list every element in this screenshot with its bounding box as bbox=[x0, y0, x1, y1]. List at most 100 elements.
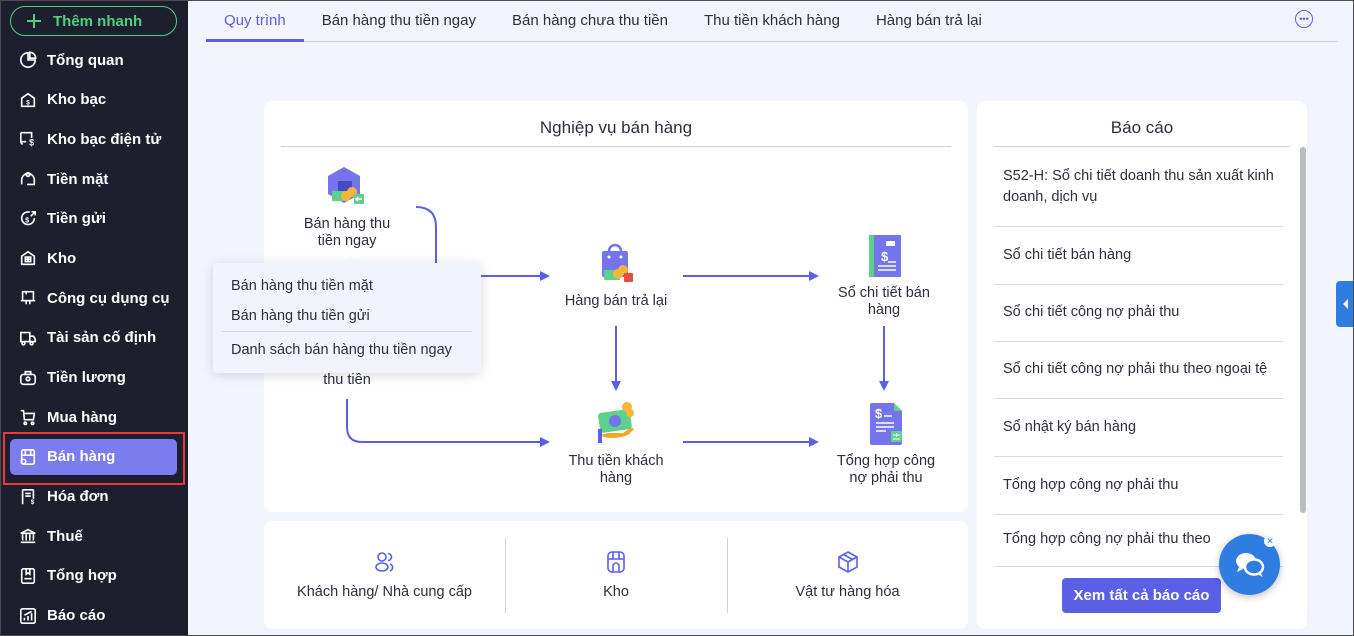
see-all-reports-button[interactable]: Xem tất cả báo cáo bbox=[1062, 578, 1221, 613]
collect-money-icon bbox=[598, 402, 634, 443]
sidebar-item-thue[interactable]: Thuế bbox=[10, 518, 177, 554]
book-icon bbox=[18, 566, 38, 586]
sidebar-item-label: Tổng hợp bbox=[47, 567, 117, 585]
node-thu-tien-khach-hang[interactable]: Thu tiền khách hàng bbox=[552, 401, 680, 487]
sidebar-item-label: Thuế bbox=[47, 527, 83, 545]
store-icon bbox=[18, 447, 38, 467]
shortcut-goods[interactable]: Vật tư hàng hóa bbox=[727, 521, 968, 629]
sidebar-item-label: Bán hàng bbox=[47, 448, 116, 466]
shortcut-label: Kho bbox=[603, 584, 629, 600]
tab-thu-tien-khach-hang[interactable]: Thu tiền khách hàng bbox=[704, 11, 840, 29]
sidebar-item-label: Tiền lương bbox=[47, 369, 126, 386]
quick-add-label: Thêm nhanh bbox=[53, 12, 143, 30]
sidebar-item-kho[interactable]: Kho bbox=[10, 240, 177, 276]
active-item-highlight bbox=[3, 432, 185, 485]
shortcut-label: Khách hàng/ Nhà cung cấp bbox=[297, 584, 472, 600]
sidebar-item-tien-luong[interactable]: Tiền lương bbox=[10, 360, 177, 396]
node-label: Tổng hợp công nợ phải thu bbox=[836, 453, 936, 486]
report-item[interactable]: Tổng hợp công nợ phải thu bbox=[994, 457, 1283, 515]
box-icon bbox=[837, 551, 858, 573]
sidebar-item-mua-hang[interactable]: Mua hàng bbox=[10, 399, 177, 435]
sidebar-item-tien-mat[interactable]: Tiền mặt bbox=[10, 161, 177, 197]
shortcut-warehouse[interactable]: Kho bbox=[505, 521, 727, 629]
sidebar-item-label: Tiền gửi bbox=[47, 210, 106, 228]
popup-divider bbox=[222, 331, 472, 332]
sidebar-item-bao-cao[interactable]: Báo cáo bbox=[10, 598, 177, 634]
connector-immediate-to-returns bbox=[415, 206, 550, 281]
chat-close-icon[interactable]: ✕ bbox=[1264, 535, 1276, 547]
sidebar-nav: Tổng quan $ Kho bạc $ Kho bạc điện tử Ti… bbox=[10, 42, 177, 636]
warehouse-icon bbox=[18, 248, 38, 268]
sidebar-item-kho-bac[interactable]: $ Kho bạc bbox=[10, 82, 177, 118]
collapse-panel-toggle[interactable] bbox=[1336, 281, 1354, 327]
sidebar-item-cong-cu-dung-cu[interactable]: Công cụ dụng cụ bbox=[10, 280, 177, 316]
report-scrollbar[interactable] bbox=[1300, 147, 1306, 513]
pie-chart-icon bbox=[18, 50, 38, 70]
shortcut-label: Vật tư hàng hóa bbox=[795, 584, 900, 600]
svg-text:$: $ bbox=[881, 249, 889, 264]
sidebar-item-label: Hóa đơn bbox=[47, 488, 109, 506]
process-card: Nghiệp vụ bán hàng Bán hàng thu tiền nga… bbox=[264, 101, 968, 512]
tab-ban-hang-chua-thu-tien[interactable]: Bán hàng chưa thu tiền bbox=[512, 11, 668, 29]
svg-text:$: $ bbox=[26, 99, 30, 106]
report-item[interactable]: Sổ chi tiết công nợ phải thu bbox=[994, 285, 1283, 342]
invoice-icon: $ bbox=[18, 487, 38, 507]
tab-hang-ban-tra-lai[interactable]: Hàng bán trả lại bbox=[875, 11, 982, 29]
popup-item-deposit-sale[interactable]: Bán hàng thu tiền gửi bbox=[231, 308, 370, 324]
truck-icon bbox=[18, 328, 38, 348]
popup-item-list[interactable]: Danh sách bán hàng thu tiền ngay bbox=[231, 342, 452, 358]
sidebar-item-hoa-don[interactable]: $ Hóa đơn bbox=[10, 479, 177, 515]
sidebar-item-kho-bac-dien-tu[interactable]: $ Kho bạc điện tử bbox=[10, 121, 177, 157]
svg-text:$: $ bbox=[25, 215, 29, 224]
bank-icon bbox=[18, 526, 38, 546]
node-label: Hàng bán trả lại bbox=[564, 293, 668, 309]
sidebar-item-tong-hop[interactable]: Tổng hợp bbox=[10, 558, 177, 594]
node-label: Sổ chi tiết bán hàng bbox=[838, 285, 930, 318]
tab-quy-trinh[interactable]: Quy trình bbox=[206, 0, 304, 42]
tab-ban-hang-thu-tien-ngay[interactable]: Bán hàng thu tiền ngay bbox=[321, 11, 476, 29]
sidebar-item-label: Kho bbox=[47, 249, 77, 267]
popup-item-cash-sale[interactable]: Bán hàng thu tiền mặt bbox=[231, 278, 373, 294]
shortcut-card: Khách hàng/ Nhà cung cấp Kho Vật tư hàng… bbox=[264, 521, 968, 629]
treasury-icon: $ bbox=[18, 90, 38, 110]
svg-text:$: $ bbox=[875, 406, 883, 421]
sale-cash-icon bbox=[328, 167, 364, 204]
chat-icon bbox=[1235, 552, 1264, 577]
report-item[interactable]: Sổ chi tiết bán hàng bbox=[994, 227, 1283, 285]
quick-add-button[interactable]: Thêm nhanh bbox=[10, 6, 177, 36]
report-item[interactable]: S52-H: Sổ chi tiết doanh thu sản xuất ki… bbox=[994, 148, 1283, 227]
sidebar-item-label: Tổng quan bbox=[47, 51, 124, 69]
node-label: Bán hàng thu tiền ngay bbox=[303, 216, 391, 249]
node-label: Thu tiền khách hàng bbox=[568, 453, 664, 486]
connector-unpaid-to-collect bbox=[346, 399, 550, 447]
report-item[interactable]: Sổ nhật ký bán hàng bbox=[994, 399, 1283, 457]
returns-bag-icon bbox=[602, 243, 633, 282]
deposit-icon: $ bbox=[18, 209, 38, 229]
sidebar-item-ban-hang[interactable]: Bán hàng bbox=[10, 438, 177, 475]
tools-icon bbox=[18, 288, 38, 308]
shortcut-customers-suppliers[interactable]: Khách hàng/ Nhà cung cấp bbox=[264, 521, 505, 629]
svg-text:$: $ bbox=[31, 499, 35, 506]
sidebar-item-tong-quan[interactable]: Tổng quan bbox=[10, 42, 177, 78]
sidebar-item-label: Báo cáo bbox=[47, 607, 106, 625]
sidebar-item-tien-gui[interactable]: $ Tiền gửi bbox=[10, 201, 177, 237]
node-tong-hop-cong-no-phai-thu[interactable]: $ Tổng hợp công nợ phải thu bbox=[828, 401, 944, 487]
node-ban-hang-chua-thu-tien[interactable]: thu tiền bbox=[292, 372, 402, 389]
report-item[interactable]: Tổng hợp công nợ phải thu theo bbox=[994, 515, 1283, 567]
report-icon bbox=[18, 606, 38, 626]
node-label: thu tiền bbox=[323, 372, 371, 388]
sidebar-item-label: Kho bạc bbox=[47, 91, 107, 109]
sidebar-item-tai-san-co-dinh[interactable]: Tài sản cố định bbox=[10, 320, 177, 356]
node-hang-ban-tra-lai[interactable]: Hàng bán trả lại bbox=[552, 241, 680, 310]
e-treasury-icon: $ bbox=[18, 129, 38, 149]
report-list: S52-H: Sổ chi tiết doanh thu sản xuất ki… bbox=[994, 148, 1283, 568]
flow-connectors bbox=[346, 206, 889, 447]
sidebar-item-label: Công cụ dụng cụ bbox=[47, 289, 170, 307]
report-item[interactable]: Sổ chi tiết công nợ phải thu theo ngoại … bbox=[994, 342, 1283, 399]
cash-icon bbox=[18, 169, 38, 189]
sidebar-item-label: Tài sản cố định bbox=[47, 329, 157, 347]
node-so-chi-tiet-ban-hang[interactable]: $ Sổ chi tiết bán hàng bbox=[824, 233, 944, 319]
more-options-icon[interactable]: ••• bbox=[1295, 10, 1313, 28]
node-ban-hang-thu-tien-ngay[interactable]: Bán hàng thu tiền ngay bbox=[292, 164, 402, 250]
process-title: Nghiệp vụ bán hàng bbox=[281, 101, 951, 147]
